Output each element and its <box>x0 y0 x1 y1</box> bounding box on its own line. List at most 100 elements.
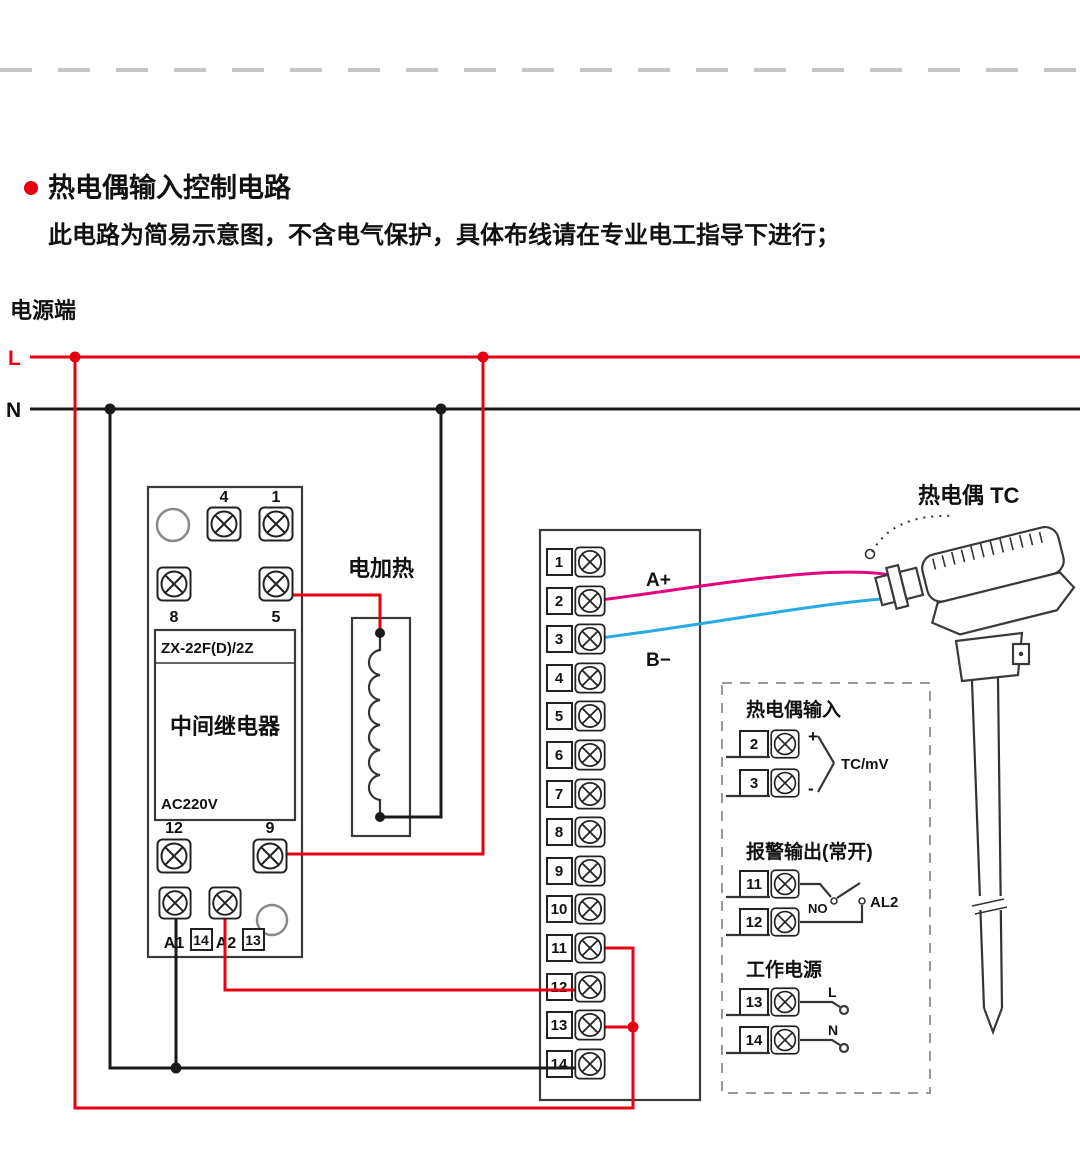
screw-icon <box>252 838 288 874</box>
supply-l-terminal <box>838 1004 850 1016</box>
screw-icon <box>258 566 294 602</box>
strip-terminal-number: 8 <box>555 824 563 841</box>
wire-relay5-to-heater <box>278 593 382 633</box>
wire-neutral-to-terminal14 <box>108 409 585 1070</box>
signal-bracket <box>817 735 835 793</box>
relay-terminal-8-label: 8 <box>170 609 179 626</box>
bullet-icon <box>24 181 38 195</box>
screw-icon <box>258 506 294 542</box>
signal-b-minus-label: B− <box>646 650 671 671</box>
wire-tc-a-plus <box>591 570 906 603</box>
junctions <box>69 351 639 1074</box>
alarm-output-title: 报警输出(常开) <box>746 840 873 863</box>
junction-dot <box>627 1021 639 1033</box>
power-terminal-label: 电源端 <box>10 298 76 323</box>
screw-icon <box>770 768 800 798</box>
switch-contact-node <box>858 897 866 905</box>
screw-icon <box>770 1025 800 1055</box>
junction-dot <box>435 403 447 415</box>
line-l-label: L <box>8 347 21 370</box>
probe-break-marks <box>971 898 1008 915</box>
screw-icon <box>158 886 192 920</box>
strip-terminal-number: 9 <box>555 863 563 880</box>
wire-live-to-terminal13 <box>73 357 635 1110</box>
supply-n-lead <box>800 1038 841 1046</box>
panel-terminal-13: 13 <box>746 994 763 1011</box>
strip-terminal-number: 1 <box>555 554 563 571</box>
wire-heater-to-neutral <box>380 409 443 819</box>
relay-mount-hole-bottom <box>255 903 289 937</box>
screw-icon <box>208 886 242 920</box>
heater-coil <box>367 633 382 817</box>
screw-icon <box>574 623 606 655</box>
info-panel-border <box>721 682 931 1094</box>
panel-terminal-12: 12 <box>746 914 763 931</box>
relay-mount-hole-top <box>155 507 191 543</box>
supply-l-lead <box>800 1000 841 1008</box>
screw-icon <box>574 1009 606 1041</box>
junction-dot <box>375 628 385 638</box>
alarm-output-label: AL2 <box>870 894 898 911</box>
screw-icon <box>574 700 606 732</box>
strip-terminal-number: 10 <box>551 901 568 918</box>
screw-icon <box>574 585 606 617</box>
strip-terminal-number: 13 <box>551 1017 568 1034</box>
wire-live-to-relay9 <box>272 357 485 856</box>
supply-title: 工作电源 <box>746 958 822 981</box>
contact-type-label: NO <box>808 901 828 916</box>
probe-tip <box>982 1007 1004 1036</box>
screw-icon <box>574 1048 606 1080</box>
signal-a-plus-label: A+ <box>646 570 671 591</box>
screw-icon <box>574 932 606 964</box>
screw-icon <box>574 971 606 1003</box>
strip-terminal-number: 12 <box>551 979 568 996</box>
cap-chain-dotted-line <box>871 514 953 553</box>
thermocouple-head <box>921 525 1076 636</box>
wire-gland <box>874 563 925 611</box>
shoulder-screw-dot <box>1018 651 1024 657</box>
relay-model: ZX-22F(D)/2Z <box>161 640 254 657</box>
relay-coil-13-label: 13 <box>245 932 261 948</box>
strip-terminal-number: 14 <box>551 1056 568 1073</box>
wiring <box>30 355 1080 1110</box>
screw-icon <box>770 987 800 1017</box>
signal-type-label: TC/mV <box>841 756 889 773</box>
junction-dot <box>170 1062 182 1074</box>
switch-contact-node <box>830 897 838 905</box>
probe-tube <box>970 677 1004 1009</box>
panel-terminal-11: 11 <box>746 876 762 893</box>
relay-voltage: AC220V <box>161 796 218 813</box>
relay-terminal-4-label: 4 <box>220 489 229 506</box>
relay-name: 中间继电器 <box>170 714 281 739</box>
wire-tc-b-minus <box>591 596 907 641</box>
strip-terminal-number: 2 <box>555 593 563 610</box>
screw-icon <box>770 907 800 937</box>
screw-icon <box>206 506 242 542</box>
supply-n-label: N <box>828 1022 838 1038</box>
screw-icon <box>770 729 800 759</box>
thermocouple-label: 热电偶 TC <box>918 483 1020 508</box>
strip-terminal-number: 7 <box>555 786 563 803</box>
relay-terminal-1-label: 1 <box>272 489 281 506</box>
cap-knurling <box>932 531 1043 570</box>
screw-icon <box>574 893 606 925</box>
panel-terminal-3: 3 <box>750 775 758 792</box>
relay-inner-panel <box>153 628 297 822</box>
relay-coil-13-box <box>242 928 265 951</box>
screw-icon <box>574 739 606 771</box>
tc-input-title: 热电偶输入 <box>746 698 841 721</box>
screw-icon <box>156 838 192 874</box>
switch-blade <box>836 882 861 899</box>
relay-coil-a1-label: A1 <box>164 935 185 952</box>
panel-terminal-14: 14 <box>746 1032 763 1049</box>
polarity-minus: - <box>808 779 814 798</box>
junction-dot <box>477 351 489 363</box>
probe-shoulder <box>954 631 1024 683</box>
head-collar <box>930 571 1076 636</box>
relay-terminal-5-label: 5 <box>272 609 281 626</box>
screw-icon <box>574 778 606 810</box>
relay-terminal-12-label: 12 <box>165 820 183 837</box>
wire-a2-to-terminal12 <box>223 905 585 992</box>
thermocouple-assembly: 热电偶 TC <box>864 483 1076 1036</box>
